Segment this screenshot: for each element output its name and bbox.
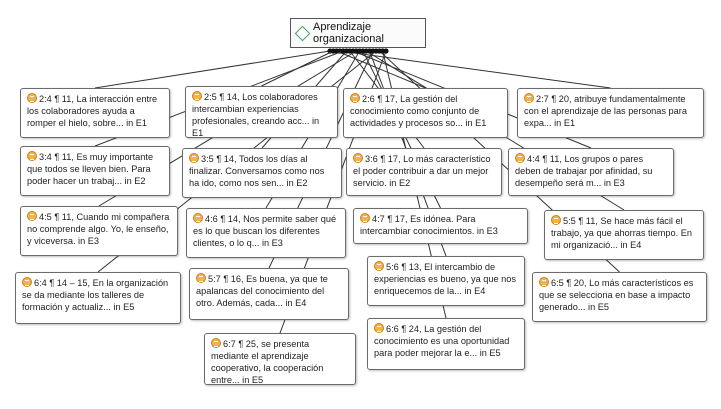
quotation-icon bbox=[353, 153, 363, 163]
code-diamond-icon bbox=[294, 25, 311, 41]
quotation-ref: 2:6 ¶ 17 bbox=[362, 94, 396, 104]
quotation-icon bbox=[524, 93, 534, 103]
quotation-text: , En la organización se da mediante los … bbox=[22, 278, 169, 312]
quotation-node[interactable]: 5:5 ¶ 11, Se hace más fácil el trabajo, … bbox=[544, 210, 704, 260]
quotation-ref: 5:7 ¶ 16 bbox=[208, 274, 242, 284]
quotation-ref: 6:5 ¶ 20 bbox=[551, 278, 585, 288]
quotation-node[interactable]: 2:7 ¶ 20, atribuye fundamentalmente con … bbox=[517, 88, 704, 138]
quotation-text: , Los colaboradores intercambian experie… bbox=[192, 92, 320, 138]
quotation-text: , Se hace más fácil el trabajo, ya que a… bbox=[551, 216, 692, 250]
quotation-icon bbox=[27, 93, 37, 103]
quotation-ref: 2:5 ¶ 14 bbox=[204, 92, 238, 102]
quotation-icon bbox=[374, 323, 384, 333]
quotation-icon bbox=[193, 213, 203, 223]
quotation-text: , Lo más característicos es que se selec… bbox=[539, 278, 694, 312]
quotation-text: , Nos permite saber qué es lo que buscan… bbox=[193, 214, 337, 248]
quotation-node[interactable]: 5:7 ¶ 16, Es buena, ya que te apalancas … bbox=[189, 268, 349, 320]
quotation-icon bbox=[515, 153, 525, 163]
link-endpoint bbox=[383, 48, 389, 54]
quotation-ref: 3:4 ¶ 11 bbox=[39, 152, 72, 162]
quotation-ref: 4:4 ¶ 11 bbox=[527, 154, 560, 164]
quotation-node[interactable]: 4:6 ¶ 14, Nos permite saber qué es lo qu… bbox=[186, 208, 346, 258]
link-line bbox=[94, 50, 331, 89]
quotation-ref: 2:4 ¶ 11 bbox=[39, 94, 72, 104]
quotation-icon bbox=[192, 91, 202, 101]
quotation-text: , se presenta mediante el aprendizaje co… bbox=[211, 339, 324, 385]
quotation-node[interactable]: 3:4 ¶ 11, Es muy importante que todos se… bbox=[20, 146, 170, 196]
quotation-text: , La interacción entre los colaboradores… bbox=[27, 94, 158, 128]
quotation-ref: 2:7 ¶ 20 bbox=[536, 94, 570, 104]
quotation-node[interactable]: 6:7 ¶ 25, se presenta mediante el aprend… bbox=[204, 333, 356, 385]
quotation-text: , Es buena, ya que te apalancas del cono… bbox=[196, 274, 328, 308]
quotation-node[interactable]: 2:4 ¶ 11, La interacción entre los colab… bbox=[20, 88, 170, 138]
quotation-node[interactable]: 3:5 ¶ 14, Todos los días al finalizar. C… bbox=[182, 148, 342, 198]
quotation-node[interactable]: 6:5 ¶ 20, Lo más característicos es que … bbox=[532, 272, 707, 322]
quotation-text: , atribuye fundamentalmente con el apren… bbox=[524, 94, 687, 128]
quotation-node[interactable]: 6:4 ¶ 14 – 15, En la organización se da … bbox=[15, 272, 181, 324]
quotation-text: , La gestión del conocimiento es una opo… bbox=[374, 324, 510, 358]
quotation-icon bbox=[360, 213, 370, 223]
quotation-ref: 6:7 ¶ 25 bbox=[223, 339, 257, 349]
quotation-ref: 4:7 ¶ 17 bbox=[372, 214, 406, 224]
quotation-text: , Lo más característico el poder contrib… bbox=[353, 154, 491, 188]
quotation-node[interactable]: 3:6 ¶ 17, Lo más característico el poder… bbox=[346, 148, 502, 196]
quotation-text: , Es muy importante que todos se lleven … bbox=[27, 152, 154, 186]
quotation-icon bbox=[211, 338, 221, 348]
quotation-icon bbox=[350, 93, 360, 103]
quotation-text: , La gestión del conocimiento como conju… bbox=[350, 94, 487, 128]
quotation-node[interactable]: 4:7 ¶ 17, Es idónea. Para intercambiar c… bbox=[353, 208, 528, 244]
quotation-text: , El intercambio de experiencias es buen… bbox=[374, 262, 516, 296]
quotation-icon bbox=[22, 277, 32, 287]
quotation-text: , Cuando mi compañera no comprende algo.… bbox=[27, 212, 170, 246]
link-line bbox=[336, 50, 426, 89]
quotation-icon bbox=[551, 215, 561, 225]
quotation-icon bbox=[539, 277, 549, 287]
quotation-ref: 4:5 ¶ 11 bbox=[39, 212, 72, 222]
quotation-node[interactable]: 2:6 ¶ 17, La gestión del conocimiento co… bbox=[343, 88, 508, 138]
code-label: Aprendizaje organizacional bbox=[313, 21, 384, 45]
quotation-ref: 6:4 ¶ 14 – 15 bbox=[34, 278, 88, 288]
quotation-ref: 4:6 ¶ 14 bbox=[205, 214, 239, 224]
quotation-text: , Todos los días al finalizar. Conversam… bbox=[189, 154, 325, 188]
quotation-icon bbox=[196, 273, 206, 283]
quotation-ref: 6:6 ¶ 24 bbox=[386, 324, 420, 334]
quotation-ref: 3:5 ¶ 14 bbox=[201, 154, 235, 164]
quotation-node[interactable]: 6:6 ¶ 24, La gestión del conocimiento es… bbox=[367, 318, 525, 370]
quotation-node[interactable]: 4:4 ¶ 11, Los grupos o pares deben de tr… bbox=[508, 148, 674, 196]
quotation-icon bbox=[27, 211, 37, 221]
quotation-text: , Es idónea. Para intercambiar conocimie… bbox=[360, 214, 498, 236]
quotation-text: , Los grupos o pares deben de trabajar p… bbox=[515, 154, 653, 188]
quotation-node[interactable]: 5:6 ¶ 13, El intercambio de experiencias… bbox=[367, 256, 525, 306]
quotation-icon bbox=[27, 151, 37, 161]
quotation-icon bbox=[189, 153, 199, 163]
quotation-ref: 3:6 ¶ 17 bbox=[365, 154, 399, 164]
quotation-icon bbox=[374, 261, 384, 271]
quotation-ref: 5:5 ¶ 11 bbox=[563, 216, 596, 226]
quotation-node[interactable]: 2:5 ¶ 14, Los colaboradores intercambian… bbox=[185, 86, 338, 138]
code-node[interactable]: Aprendizaje organizacional bbox=[290, 18, 426, 48]
link-line bbox=[339, 50, 611, 89]
quotation-node[interactable]: 4:5 ¶ 11, Cuando mi compañera no compren… bbox=[20, 206, 178, 256]
quotation-ref: 5:6 ¶ 13 bbox=[386, 262, 420, 272]
